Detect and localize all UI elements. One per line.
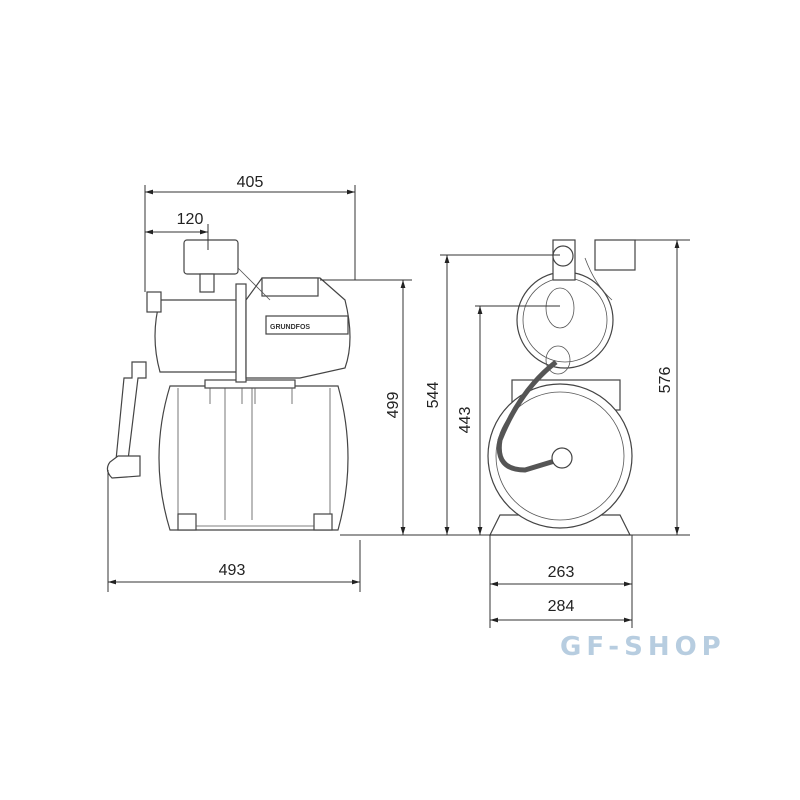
dimension-label-493: 493: [219, 562, 246, 579]
dimension-label-544: 544: [425, 382, 442, 409]
grundfos-logo: GRUNDFOS: [270, 324, 310, 331]
pump-end: [516, 271, 614, 369]
watermark: GF-SHOP: [560, 632, 726, 662]
pressure-switch-front: [594, 239, 636, 271]
pressure-tank: [158, 385, 349, 531]
tank-foot: [177, 513, 197, 531]
dimension-label-284: 284: [548, 598, 575, 615]
dimension-label-576: 576: [657, 367, 674, 394]
hose: [496, 360, 559, 473]
dimension-label-120: 120: [177, 211, 204, 228]
dimension-label-499: 499: [385, 392, 402, 419]
dimension-label-263: 263: [548, 564, 575, 581]
front-view: 544 443 576 263 284: [400, 239, 690, 628]
pipe-elbow: [106, 455, 141, 479]
pump-housing: [154, 299, 239, 373]
dimension-label-405: 405: [237, 174, 264, 191]
motor-label-plate: [265, 315, 349, 335]
tank-foot: [313, 513, 333, 531]
dimension-label-443: 443: [457, 407, 474, 434]
side-view: GRUNDFOS 405 120 499 493: [106, 174, 412, 592]
pressure-switch: [183, 239, 239, 275]
